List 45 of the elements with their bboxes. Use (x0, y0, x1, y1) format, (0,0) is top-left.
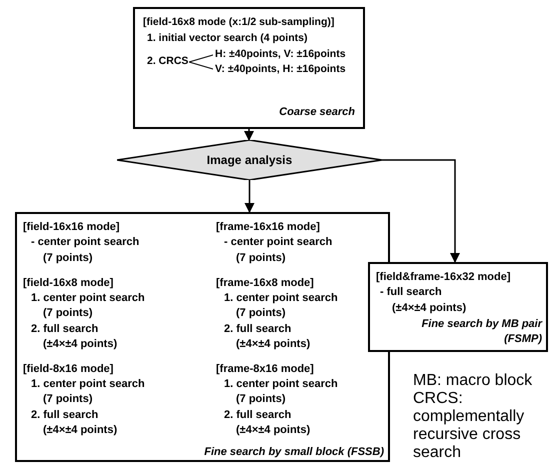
note-text: CRCS: complementally recursive cross search (413, 390, 526, 462)
step-text: [field-16x8 mode (x:1/2 sub-sampling)] (143, 15, 334, 29)
step-text: H: ±40points, V: ±16points (215, 47, 346, 61)
mode-heading: [frame-16x8 mode] (216, 276, 314, 290)
step-text: 2. full search (31, 322, 98, 336)
arrow (244, 180, 254, 213)
step-text: (7 points) (236, 306, 286, 320)
step-text: - center point search (224, 235, 332, 250)
step-text: - center point search (31, 235, 140, 250)
step-text: - full search (380, 285, 442, 300)
step-text: (±4×±4 points) (43, 336, 118, 351)
step-text: 1. center point search (224, 290, 338, 305)
step-text: (±4×±4 points) (236, 423, 310, 437)
step-text: (7 points) (43, 306, 92, 320)
mode-heading: [field-16x16 mode] (23, 220, 120, 234)
step-text: (±4×±4 points) (392, 300, 466, 315)
step-text: (7 points) (43, 392, 92, 406)
step-text: (±4×±4 points) (43, 423, 118, 437)
box-caption: Fine search by MB pair (FSMP) (420, 317, 542, 347)
step-text: (7 points) (43, 250, 92, 265)
decision-label: Image analysis (206, 153, 292, 167)
step-text: 1. center point search (31, 377, 145, 392)
mode-heading: [field-8x16 mode] (23, 362, 114, 376)
step-text: 2. CRCS (147, 54, 188, 68)
step-text: 1. initial vector search (4 points) (147, 31, 308, 45)
process-box (368, 262, 548, 352)
mode-heading: [field-16x8 mode] (23, 276, 114, 290)
step-text: (7 points) (236, 250, 286, 265)
note-text: MB: macro block (413, 372, 534, 390)
step-text: V: ±40points, H: ±16points (215, 62, 346, 76)
step-text: (7 points) (236, 392, 286, 406)
arrow (382, 159, 460, 263)
step-text: 1. center point search (31, 290, 145, 305)
step-text: 1. center point search (224, 377, 338, 392)
box-caption: Coarse search (279, 105, 355, 119)
mode-heading: [frame-16x16 mode] (216, 220, 320, 234)
process-box (133, 7, 365, 129)
mode-heading: [field&frame-16x32 mode] (376, 270, 510, 284)
mode-heading: [frame-8x16 mode] (216, 362, 314, 376)
box-caption: Fine search by small block (FSSB) (204, 445, 384, 459)
step-text: 2. full search (224, 408, 292, 422)
step-text: (±4×±4 points) (236, 336, 310, 351)
arrow (244, 129, 254, 141)
step-text: 2. full search (31, 408, 98, 422)
step-text: 2. full search (224, 322, 292, 336)
